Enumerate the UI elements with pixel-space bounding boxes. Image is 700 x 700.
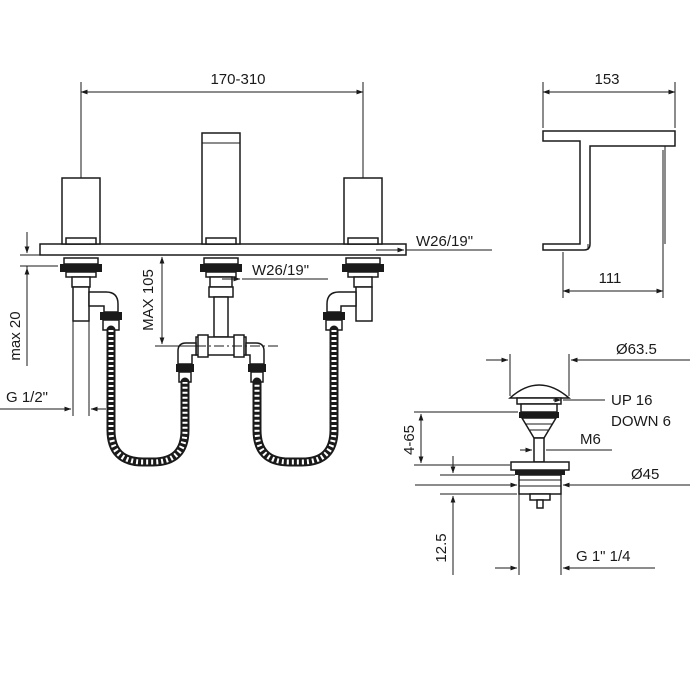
center-spout	[201, 132, 241, 245]
max-20-dimension	[20, 232, 58, 366]
center-nut	[200, 257, 242, 288]
inlet-thread-dimension	[0, 321, 106, 416]
left-nut	[60, 257, 102, 288]
inlet-thread-label: G 1/2"	[6, 389, 48, 406]
tail-length-label: 12.5	[433, 533, 450, 562]
spout-depth-label: 153	[594, 71, 619, 88]
stroke-down-label: DOWN 6	[611, 413, 671, 430]
wrench-right-label: W26/19"	[416, 233, 473, 250]
right-braided-hose	[252, 325, 339, 467]
max-20-label: max 20	[7, 311, 24, 360]
waste-flange	[510, 461, 570, 471]
side-view: 153 111	[542, 71, 676, 298]
wrench-center-label: W26/19"	[252, 262, 309, 279]
right-inlet-assembly	[323, 286, 373, 331]
left-braided-hose	[106, 325, 190, 467]
popup-waste: Ø63.5 UP 16 DOWN 6 M6 4-65 Ø45 12.5 G 1"…	[401, 341, 690, 575]
front-view: 170-310 W26/19" W26/19" MAX 105 max 20	[0, 71, 492, 467]
left-handle	[61, 177, 101, 245]
center-mixer-assembly	[176, 286, 266, 383]
spread-dimension	[80, 82, 364, 178]
stroke-up-label: UP 16	[611, 392, 652, 409]
flange-dia-label: Ø45	[631, 466, 659, 483]
spout-reach-label: 111	[599, 270, 622, 287]
right-nut	[342, 257, 384, 288]
waste-thread-label: G 1" 1/4	[576, 548, 631, 565]
spread-label: 170-310	[210, 71, 265, 88]
deck-plate	[39, 243, 407, 256]
max-height-label: MAX 105	[140, 269, 157, 331]
max-height-dimension	[155, 254, 198, 347]
rod-thread-label: M6	[580, 431, 601, 448]
waste-cap-dia-label: Ø63.5	[616, 341, 657, 358]
right-handle	[343, 177, 383, 245]
deck-range-label: 4-65	[401, 425, 418, 455]
waste-cap	[508, 384, 572, 399]
left-inlet-assembly	[72, 286, 122, 331]
spout-profile	[542, 130, 676, 251]
